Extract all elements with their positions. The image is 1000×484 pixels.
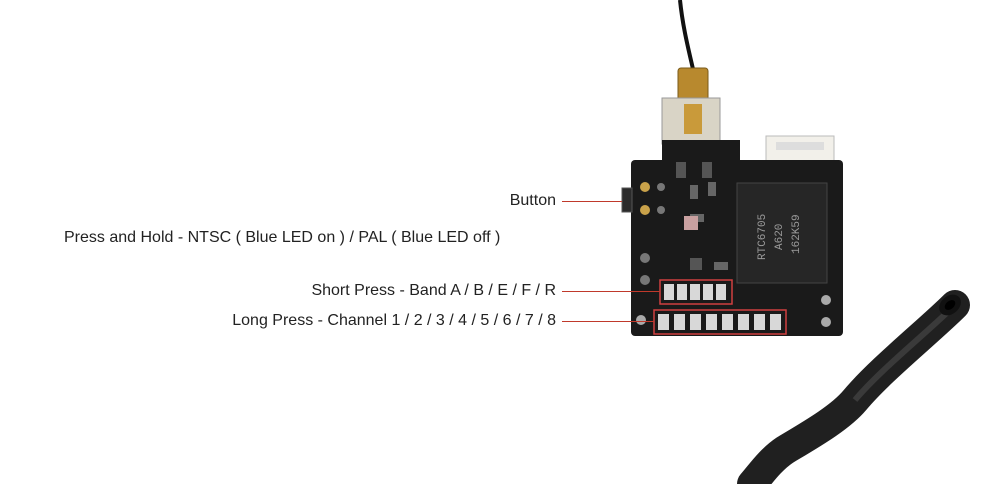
label-short-press: Short Press - Band A / B / E / F / R bbox=[311, 282, 556, 299]
rtc6705-chip bbox=[736, 182, 828, 284]
channel-led-box bbox=[653, 309, 787, 335]
label-press-hold: Press and Hold - NTSC ( Blue LED on ) / … bbox=[64, 229, 501, 246]
side-button bbox=[621, 187, 633, 213]
label-button: Button bbox=[509, 192, 556, 209]
label-long-press: Long Press - Channel 1 / 2 / 3 / 4 / 5 /… bbox=[232, 312, 556, 329]
chip-text-3: 162K59 bbox=[791, 214, 803, 254]
leader-line-long-press bbox=[562, 321, 654, 322]
top-antenna-wire bbox=[678, 0, 697, 79]
blue-led bbox=[684, 216, 698, 230]
chip-text-2: A620 bbox=[774, 224, 786, 250]
chip-text-1: RTC6705 bbox=[757, 214, 769, 260]
leader-line-button bbox=[562, 201, 622, 202]
band-led-box bbox=[659, 279, 733, 305]
leader-line-short-press bbox=[562, 291, 660, 292]
